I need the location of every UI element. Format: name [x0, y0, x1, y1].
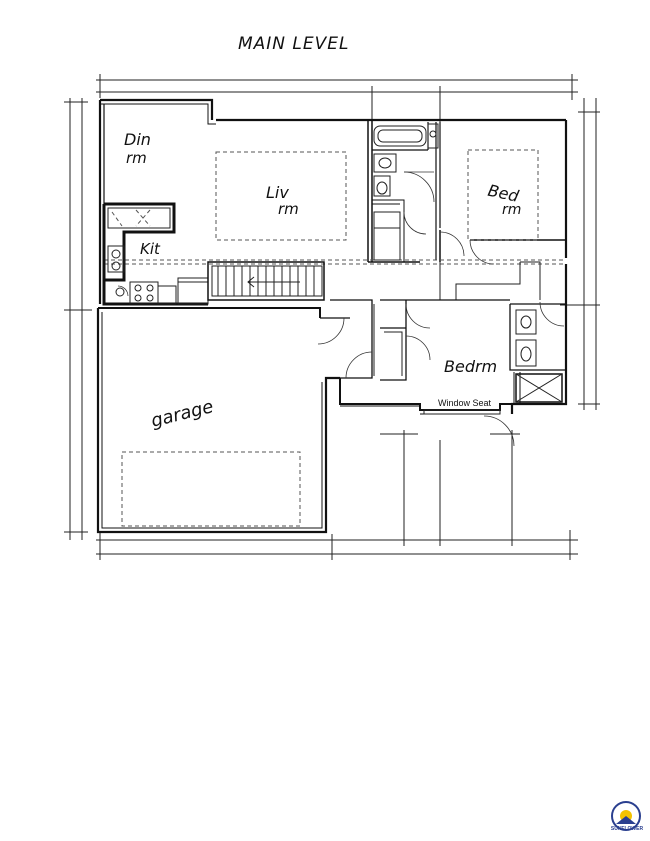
logo-text: SUNFLOWER	[610, 826, 644, 832]
stairs	[207, 261, 325, 301]
room-label-dining-suffix: rm	[126, 149, 147, 167]
logo-house-icon	[616, 816, 636, 824]
door-swings	[117, 171, 565, 447]
window-seat-box	[423, 409, 501, 415]
dimension-lines	[64, 74, 600, 560]
room-label-kitchen: Kit	[140, 240, 161, 258]
garage-door-outline	[121, 451, 301, 527]
room-label-living: Liv	[266, 183, 289, 202]
upper-bath-fixtures	[373, 123, 439, 261]
bedroom-rug-outline	[467, 149, 539, 241]
room-label-garage: garage	[149, 396, 216, 432]
room-label-bedroom-1-suffix: rm	[502, 202, 521, 218]
room-label-living-suffix: rm	[278, 200, 299, 218]
living-rug-outline	[215, 151, 347, 241]
lower-bath-fixtures	[515, 309, 563, 403]
room-label-bedroom-2: Bedrm	[444, 357, 497, 376]
room-label-dining: Din	[124, 130, 151, 149]
window-seat-label: Window Seat	[438, 398, 492, 408]
exterior-walls	[96, 98, 568, 534]
sunflower-logo	[611, 801, 641, 831]
plan-title: MAIN LEVEL	[238, 34, 350, 54]
